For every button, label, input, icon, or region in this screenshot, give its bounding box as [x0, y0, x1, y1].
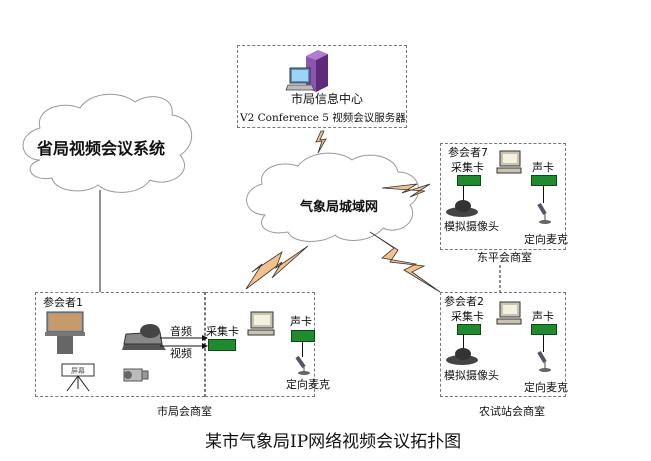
- nongshi-capture-card-icon: [457, 324, 481, 335]
- dongping-capture-card-label: 采集卡: [451, 161, 484, 174]
- bolt-wan-nongshi: [369, 231, 441, 293]
- camcorder-icon: [123, 368, 149, 382]
- bolt-server-wan: [315, 130, 327, 154]
- nongshi-camera-cable: [463, 334, 464, 350]
- dongping-capture-card-icon: [457, 175, 481, 186]
- nongshi-mic-icon: [537, 350, 551, 372]
- video-label: 视频: [170, 347, 192, 360]
- city-mic-icon: [295, 355, 310, 375]
- server-name: 市局信息中心: [291, 92, 364, 106]
- conference-camera-icon: [122, 324, 166, 350]
- diagram-title: 某市气象局IP网络视频会议拓扑图: [205, 432, 462, 452]
- city-mic-cable: [302, 341, 303, 357]
- nongshi-participant: 参会者2: [444, 295, 484, 308]
- signal-arrows: [160, 335, 208, 349]
- screen-label: 屏幕: [71, 367, 85, 375]
- bolt-wan-city: [245, 245, 309, 290]
- audio-label: 音频: [170, 325, 192, 338]
- dongping-camera-icon: [446, 200, 478, 217]
- server-frame: [237, 45, 407, 128]
- video-terminal-icon: [45, 311, 85, 354]
- dongping-mic-cable: [543, 185, 544, 203]
- nongshi-room-frame: [440, 292, 566, 397]
- provincial-cloud-label: 省局视频会议系统: [37, 139, 166, 158]
- city-sound-card-icon: [291, 330, 315, 342]
- city-room-caption: 市局会商室: [157, 405, 212, 418]
- nongshi-mic-label: 定向麦克: [524, 381, 568, 394]
- dongping-camera-cable: [463, 185, 464, 201]
- dongping-sound-card-icon: [531, 175, 557, 186]
- nongshi-sound-card-label: 声卡: [532, 310, 554, 323]
- nongshi-sound-card-icon: [531, 324, 557, 335]
- city-participant: 参会者1: [43, 296, 83, 309]
- dongping-participant: 参会者7: [448, 146, 488, 159]
- nongshi-pc-icon: [496, 301, 522, 325]
- dongping-pc-icon: [496, 150, 522, 174]
- dongping-sound-card-label: 声卡: [532, 161, 554, 174]
- nongshi-room-caption: 农试站会商室: [479, 405, 545, 418]
- dongping-camera-label: 模拟摄像头: [444, 220, 499, 233]
- nongshi-camera-label: 模拟摄像头: [444, 369, 499, 382]
- nongshi-camera-icon: [446, 348, 478, 365]
- server-computer-icon: [285, 50, 328, 92]
- city-pc-icon: [247, 311, 275, 336]
- city-sound-card-label: 声卡: [290, 315, 312, 328]
- bolt-wan-dongping: [381, 183, 431, 198]
- city-capture-card-label: 采集卡: [206, 325, 239, 338]
- city-room-pc-frame: [205, 292, 315, 397]
- dongping-room-frame: [440, 143, 566, 250]
- nongshi-capture-card-label: 采集卡: [451, 310, 484, 323]
- nongshi-mic-cable: [543, 334, 544, 352]
- city-capture-card-icon: [208, 339, 236, 351]
- wan-cloud-label: 气象局城域网: [300, 200, 379, 215]
- server-subtitle: V2 Conference 5 视频会议服务器: [240, 112, 406, 124]
- dongping-mic-icon: [537, 202, 551, 224]
- projection-screen-icon: [61, 363, 95, 392]
- city-mic-label: 定向麦克: [286, 378, 330, 391]
- dongping-room-caption: 东平会商室: [477, 251, 532, 264]
- dongping-mic-label: 定向麦克: [524, 233, 568, 246]
